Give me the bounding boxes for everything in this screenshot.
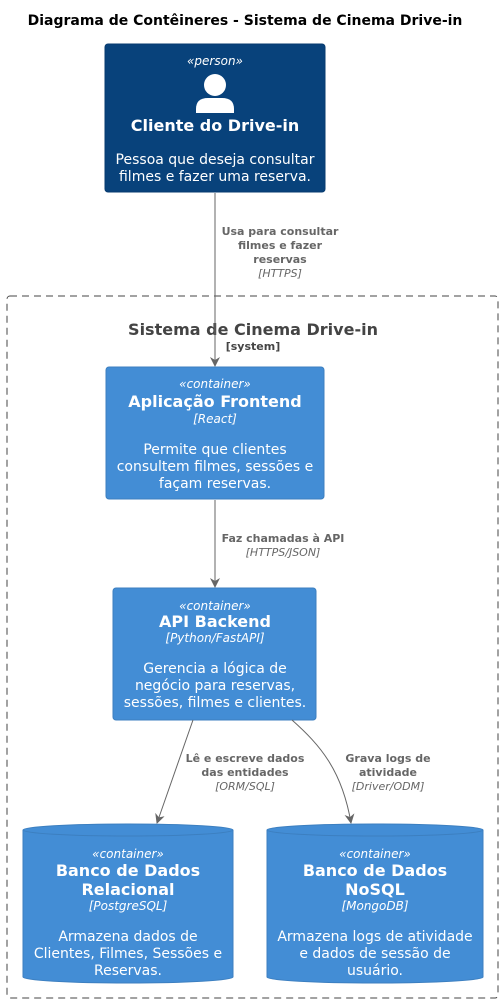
sql-name-line-1: Banco de Dados [56, 861, 200, 880]
frontend-description-line-3: façam reservas. [159, 476, 271, 492]
frontend-name: Aplicação Frontend [128, 392, 301, 411]
backend-name: API Backend [159, 612, 271, 631]
rel-backend-nosql-line-1: Grava logs de [345, 752, 430, 765]
nosql-name-line-2: NoSQL [345, 880, 405, 899]
rel-person-frontend-line-1: Usa para consultar [222, 225, 339, 238]
nosql-description-line-3: usuário. [347, 963, 403, 979]
rel-backend-sql-tech: [ORM/SQL] [215, 780, 275, 793]
container-frontend[interactable]: «container» Aplicação Frontend [React] P… [105, 366, 325, 500]
sql-technology: [PostgreSQL] [89, 899, 168, 913]
frontend-technology: [React] [193, 412, 237, 426]
person-icon [196, 74, 234, 113]
rel-frontend-backend-line-1: Faz chamadas à API [222, 532, 345, 545]
person-name: Cliente do Drive-in [131, 116, 300, 135]
frontend-stereotype: «container» [179, 377, 251, 391]
backend-stereotype: «container» [179, 599, 251, 613]
rel-backend-nosql-tech: [Driver/ODM] [352, 780, 425, 793]
nosql-name-line-1: Banco de Dados [303, 861, 447, 880]
container-backend[interactable]: «container» API Backend [Python/FastAPI]… [112, 587, 317, 721]
arrow-backend-to-sql [155, 719, 194, 824]
sql-stereotype: «container» [92, 847, 164, 861]
person-client[interactable]: «person» Cliente do Drive-in Pessoa que … [104, 43, 326, 193]
boundary-type: [system] [226, 340, 281, 353]
sql-name-line-2: Relacional [81, 880, 174, 899]
rel-backend-nosql-line-2: atividade [359, 766, 417, 779]
container-sql-database[interactable]: «container» Banco de Dados Relacional [P… [22, 823, 234, 984]
backend-description-line-2: negócio para reservas, [135, 678, 295, 694]
person-description-line-1: Pessoa que deseja consultar [116, 152, 315, 168]
rel-person-frontend-line-3: reservas [253, 253, 307, 266]
container-nosql-database[interactable]: «container» Banco de Dados NoSQL [MongoD… [266, 823, 484, 984]
backend-description-line-3: sessões, filmes e clientes. [124, 695, 306, 711]
arrow-backend-to-nosql [291, 719, 355, 824]
rel-person-frontend-line-2: filmes e fazer [238, 239, 323, 252]
rel-backend-sql-line-2: das entidades [201, 766, 289, 779]
frontend-description-line-2: consultem filmes, sessões e [117, 459, 314, 475]
person-stereotype: «person» [187, 54, 243, 68]
frontend-description-line-1: Permite que clientes [143, 442, 286, 458]
diagram-title: Diagrama de Contêineres - Sistema de Cin… [28, 13, 463, 29]
nosql-technology: [MongoDB] [341, 899, 408, 913]
nosql-description-line-2: e dados de sessão de [299, 946, 450, 962]
rel-person-frontend-tech: [HTTPS] [258, 267, 302, 280]
sql-description-line-1: Armazena dados de [58, 929, 197, 945]
backend-description-line-1: Gerencia a lógica de [143, 661, 287, 677]
nosql-stereotype: «container» [339, 847, 411, 861]
nosql-description-line-1: Armazena logs de atividade [277, 929, 472, 945]
person-description-line-2: filmes e fazer uma reserva. [119, 169, 311, 185]
boundary-name: Sistema de Cinema Drive-in [128, 320, 378, 339]
rel-frontend-backend-tech: [HTTPS/JSON] [246, 546, 321, 559]
sql-description-line-3: Reservas. [94, 963, 162, 979]
backend-technology: [Python/FastAPI] [165, 631, 265, 645]
rel-backend-sql-line-1: Lê e escreve dados [186, 752, 305, 765]
sql-description-line-2: Clientes, Filmes, Sessões e [34, 946, 222, 962]
system-boundary [6, 295, 499, 999]
